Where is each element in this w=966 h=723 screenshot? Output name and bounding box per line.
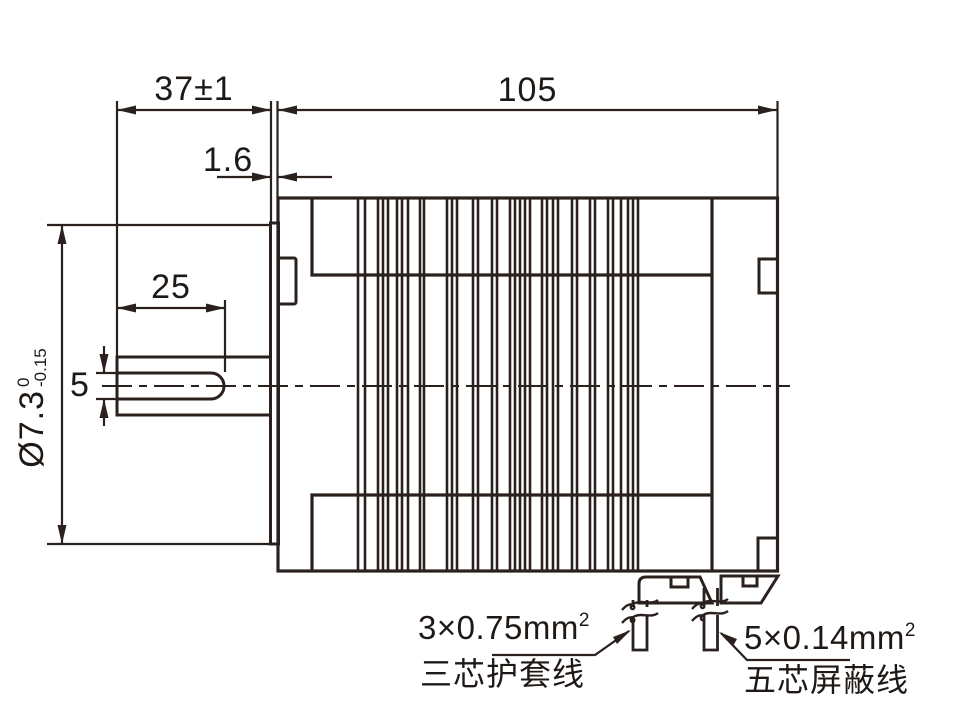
cable-left-spec-value: 3×0.75mm xyxy=(418,609,579,646)
front-plate xyxy=(269,221,280,546)
connector-housing xyxy=(637,574,781,605)
cable-left xyxy=(631,600,649,652)
cooling-fins xyxy=(356,198,640,571)
cable-right-name: 五芯屏蔽线 xyxy=(744,662,910,698)
side-tabs xyxy=(276,256,779,571)
dim-label-shaft-diameter: Ø7.3 0 -0.15 xyxy=(13,346,51,470)
dim-label-flat-length: 25 xyxy=(151,268,191,306)
tolerance-upper: 0 xyxy=(14,377,33,388)
diameter-tolerance: 0 -0.15 xyxy=(14,348,50,388)
tolerance-lower: -0.15 xyxy=(31,348,50,388)
dim-label-faceplate-thickness: 1.6 xyxy=(202,141,254,179)
cable-break-symbols xyxy=(621,598,729,624)
housing-notch-right xyxy=(741,576,759,588)
dimension-arrowheads xyxy=(57,105,777,646)
extension-lines xyxy=(47,101,779,546)
right-terminal-tab xyxy=(757,257,779,295)
housing-block-left xyxy=(637,575,715,605)
dim-label-body-length: 105 xyxy=(497,71,558,109)
break-icon xyxy=(621,612,659,624)
cable-left-name: 三芯护套线 xyxy=(420,656,586,692)
housing-notch-left xyxy=(669,577,690,589)
bottom-right-step xyxy=(756,536,777,571)
break-icon xyxy=(691,598,729,610)
cable-right-spec: 5×0.14mm2 xyxy=(744,621,915,654)
motor-body-outline xyxy=(276,196,780,573)
diameter-value: Ø7.3 xyxy=(13,390,51,468)
cable-left-spec-sup: 2 xyxy=(578,610,590,631)
dim-label-flat-height: 5 xyxy=(70,366,90,404)
left-terminal-tab xyxy=(276,256,298,306)
housing-block-right xyxy=(719,574,781,605)
leader-arrow-right xyxy=(719,632,737,646)
dim-label-shaft-length: 37±1 xyxy=(154,70,234,108)
cable-left-spec: 3×0.75mm2 xyxy=(418,611,589,644)
break-icon xyxy=(621,599,659,611)
leader-arrow-left xyxy=(613,630,631,644)
break-icon xyxy=(691,610,729,622)
cable-right-spec-value: 5×0.14mm xyxy=(744,619,905,656)
cable-right-spec-sup: 2 xyxy=(904,620,916,641)
